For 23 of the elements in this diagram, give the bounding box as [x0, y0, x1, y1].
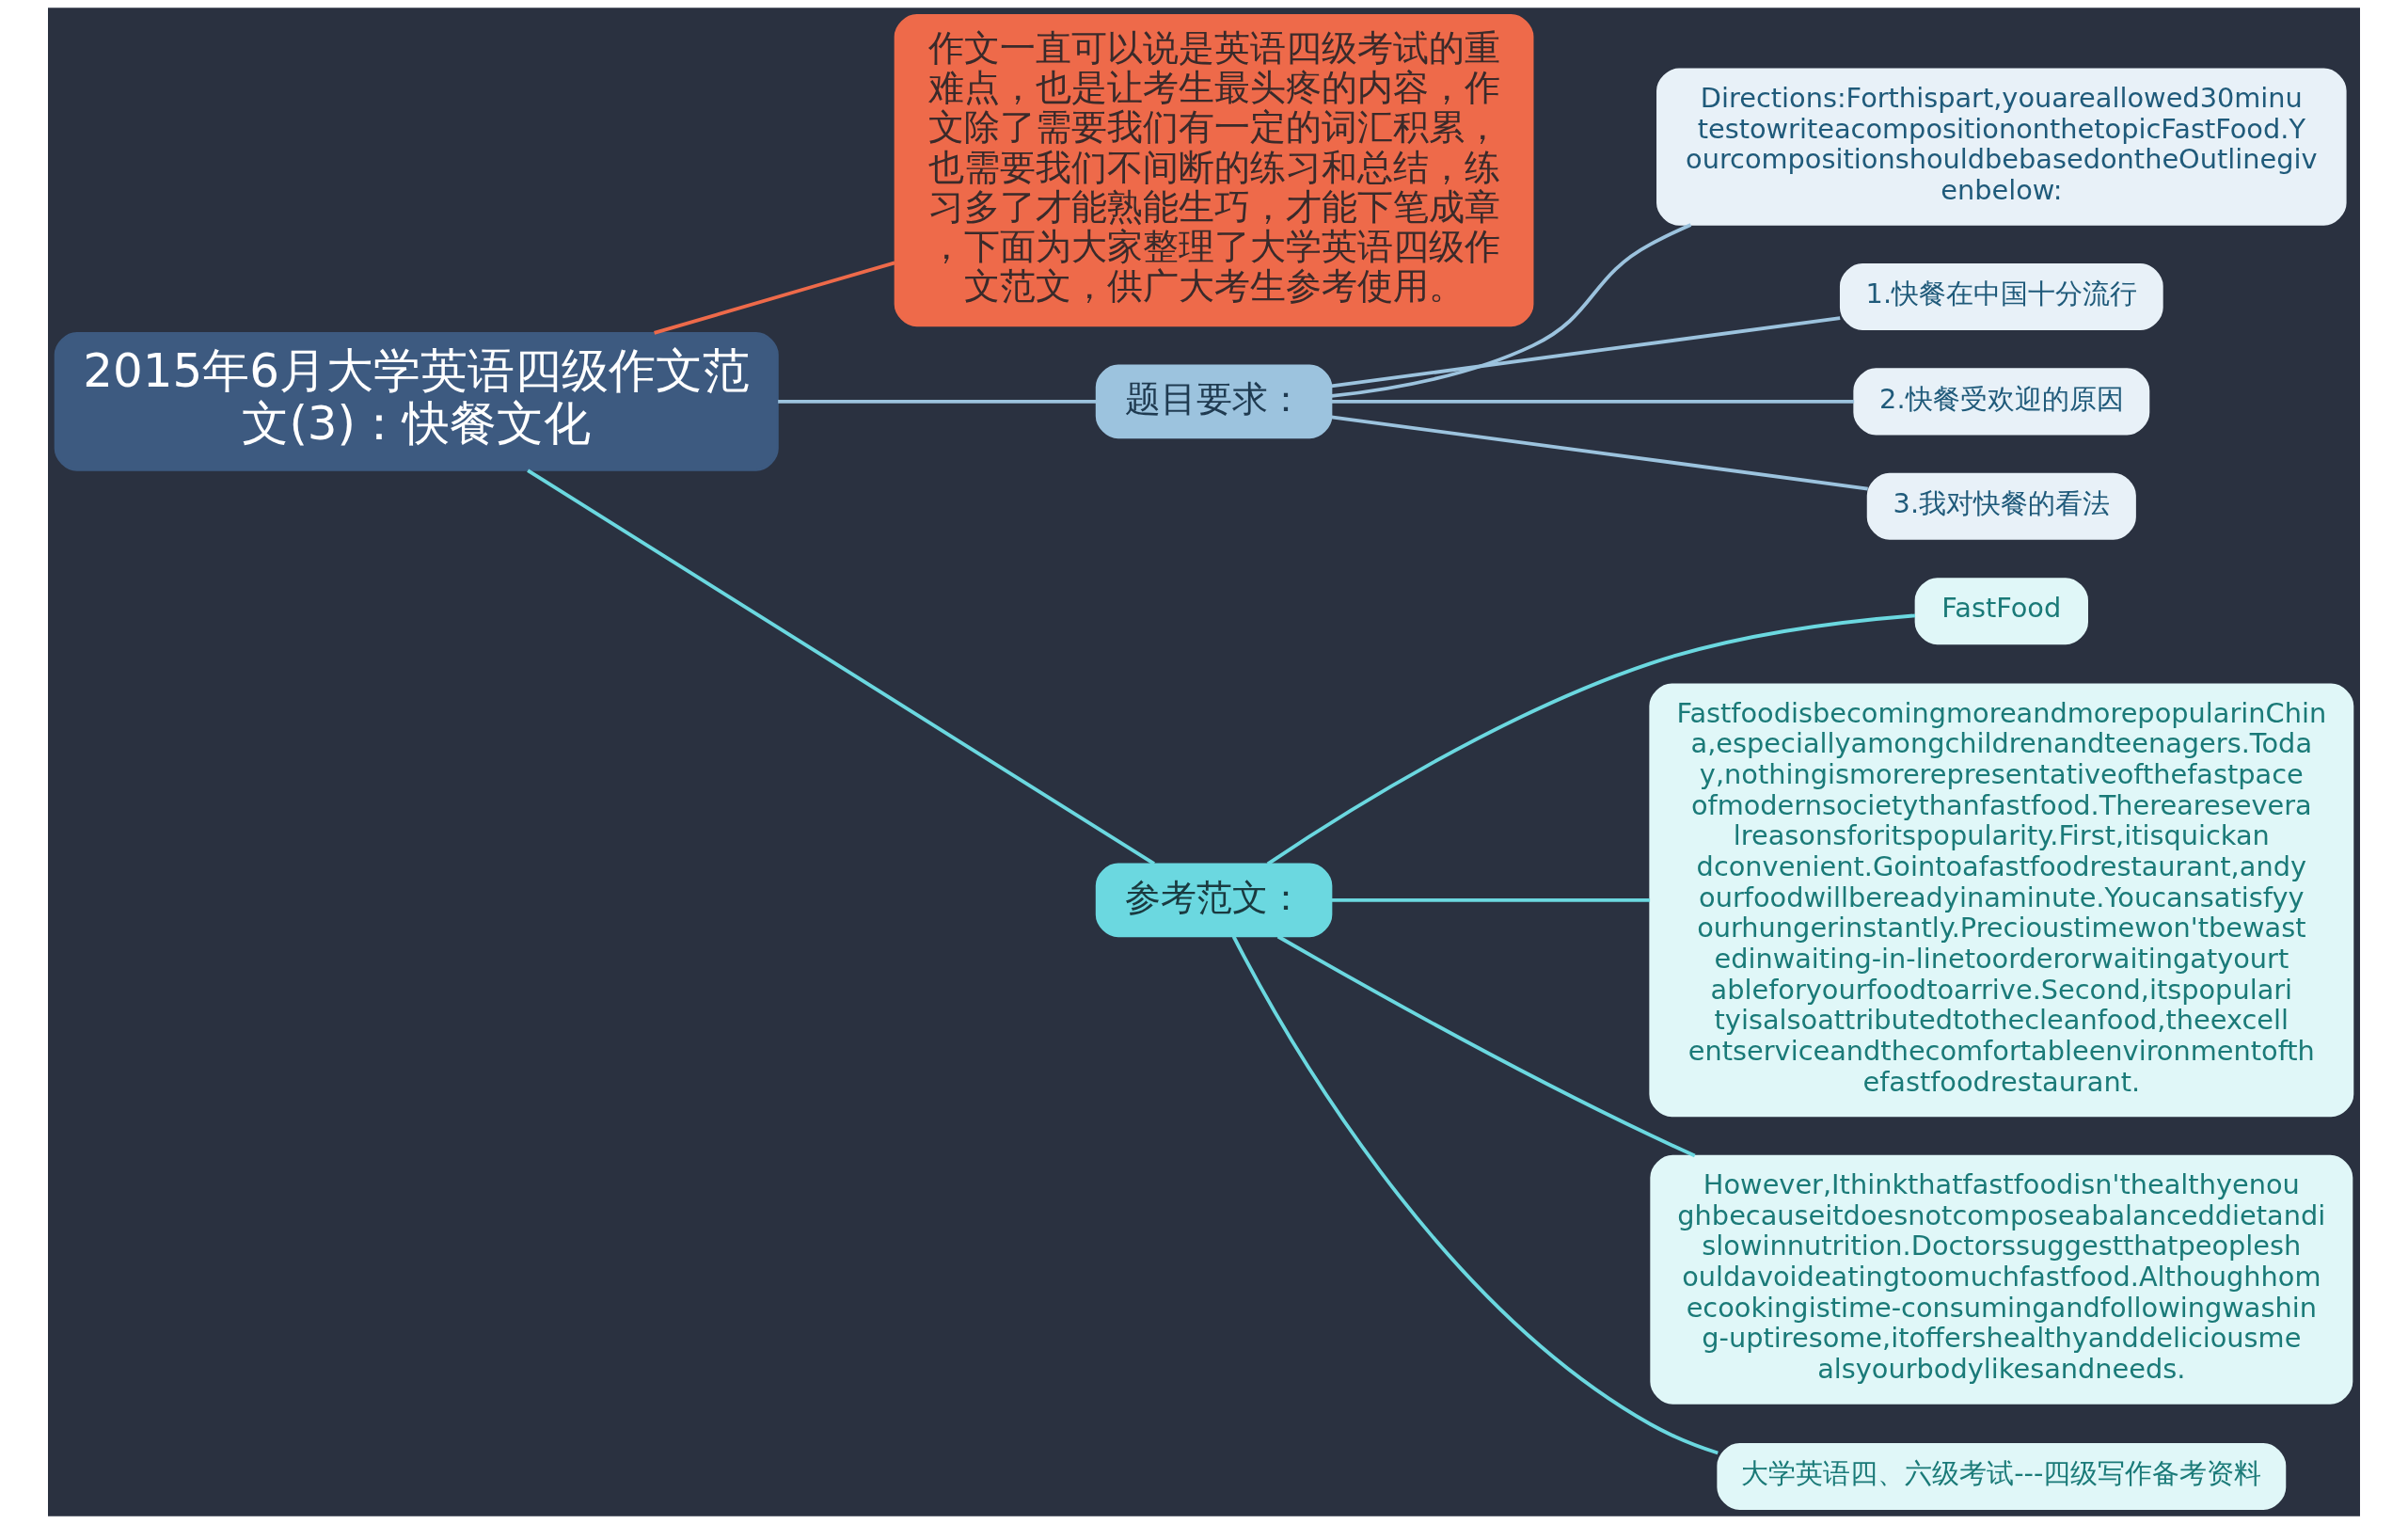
connector	[1331, 223, 1692, 398]
connector	[778, 399, 1097, 404]
connector	[527, 468, 1155, 865]
node-box: 2.快餐受欢迎的原因	[1853, 368, 2150, 436]
connector	[1331, 898, 1651, 902]
connector	[654, 261, 895, 335]
connector	[1276, 934, 1696, 1158]
connector	[1266, 613, 1916, 865]
node-box: FastfoodisbecomingmoreandmorepopularinChina,especiallyamongchildrenandteenagers.Today,nothingismorerepresentativeofthefastpaceofmodernsocietythanfastfood.Thereareseveralreasonsforitspopularity.First,itisquickandconvenient.Gointoafastfoodrestaurant,andyourfoodwillbereadyinaminute.Youcansatisfyyourhungerinstantly.Precioustimewon'tbewastedinwaiting-in-linetoorderorwaitingatyourtableforyourfoodtoarrive.Second,itspopularityisalsoattributedtothecleanfood,theexcellentserviceandthecomfortableenvironmentofthefastfoodrestaurant.	[1649, 683, 2354, 1118]
node-box: 1.快餐在中国十分流行	[1839, 263, 2163, 331]
node-box: FastFood	[1914, 578, 2088, 645]
node-box: 3.我对快餐的看法	[1866, 472, 2136, 540]
node-box: Directions:Forthispart,youareallowed30minutestowriteacompositiononthetopicFastFood.YourcompositionshouldbebasedontheOutlinegivenbelow:	[1656, 68, 2347, 226]
connector	[1331, 415, 1868, 491]
connector	[1331, 399, 1855, 404]
node-box: However,Ithinkthatfastfoodisn'thealthyenoughbecauseitdoesnotcomposeabalanceddietandislowinnutrition.Doctorssuggestthatpeopleshouldavoideatingtoomuchfastfood.Althoughhomecookingistime-consumingandfollowingwashing-uptiresome,itoffershealthyanddeliciousmealsyourbodylikesandneeds.	[1650, 1154, 2353, 1405]
connector	[1231, 935, 1719, 1455]
node-box: 作文一直可以说是英语四级考试的重难点，也是让考生最头疼的内容，作文除了需要我们有一定的词汇积累，也需要我们不间断的练习和总结，练习多了才能熟能生巧，才能下笔成章，下面为大家整理了大学英语四级作文范文，供广大考生参考使用。	[894, 14, 1534, 327]
node-box: 题目要求：	[1095, 364, 1333, 439]
node-box: 大学英语四、六级考试---四级写作备考资料	[1717, 1442, 2287, 1510]
connector	[1331, 316, 1841, 389]
node-box: 参考范文：	[1095, 863, 1333, 938]
node-box: 2015年6月大学英语四级作文范文(3)：快餐文化	[54, 331, 779, 471]
